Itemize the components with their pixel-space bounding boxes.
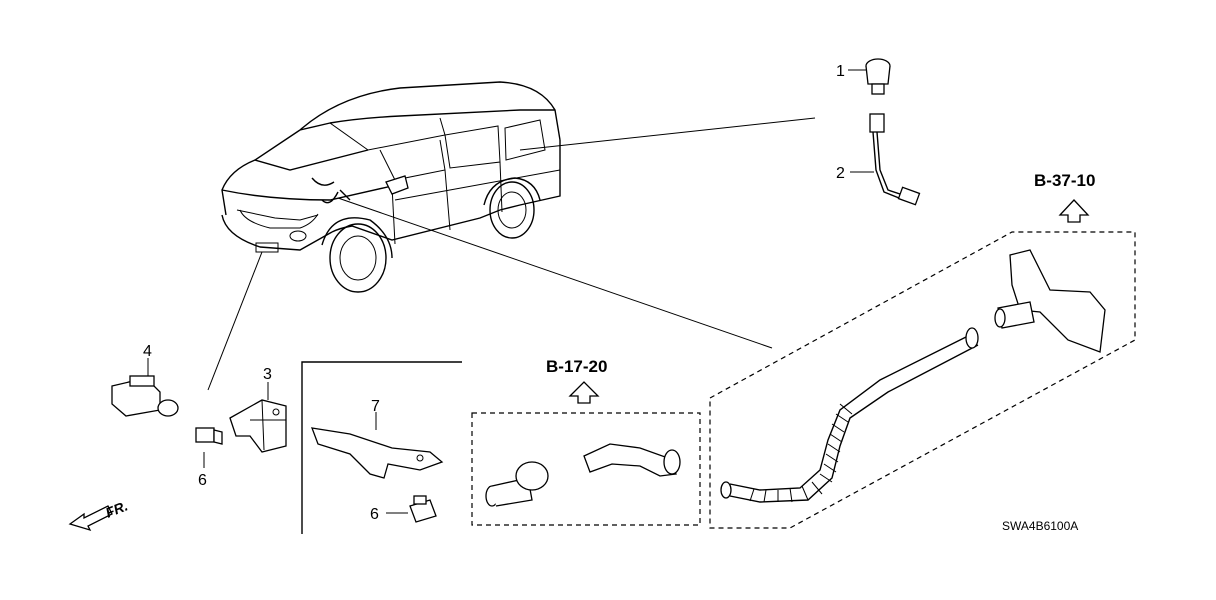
front-direction-label: FR.	[103, 497, 130, 520]
part-4-sensor	[111, 375, 179, 417]
callout-1: 1	[836, 63, 845, 80]
callout-6-upper: 6	[198, 472, 207, 489]
hose-ribs	[749, 403, 853, 503]
callout-3: 3	[263, 366, 272, 383]
part-7-bracket	[310, 427, 444, 479]
vehicle-illustration	[221, 81, 561, 293]
ref-b-17-20[interactable]: B-17-20	[546, 357, 607, 376]
part-1-sensor	[865, 58, 891, 95]
callout-6-lower: 6	[370, 506, 379, 523]
ref-b-37-10[interactable]: B-37-10	[1034, 171, 1095, 190]
part-6-clip-lower	[409, 495, 437, 523]
front-direction-arrow	[68, 505, 113, 532]
leader-lines	[147, 69, 874, 514]
callout-4: 4	[143, 343, 152, 360]
part-2-harness	[869, 113, 921, 206]
bracket-frame	[301, 361, 462, 534]
detail-box-b37	[709, 199, 1136, 529]
detail-box-b17	[471, 381, 701, 526]
part-3-bracket	[229, 399, 287, 453]
diagram-code: SWA4B6100A	[1002, 519, 1078, 533]
part-6-clip-upper	[195, 427, 223, 445]
callout-2: 2	[836, 165, 845, 182]
callout-7: 7	[371, 398, 380, 415]
